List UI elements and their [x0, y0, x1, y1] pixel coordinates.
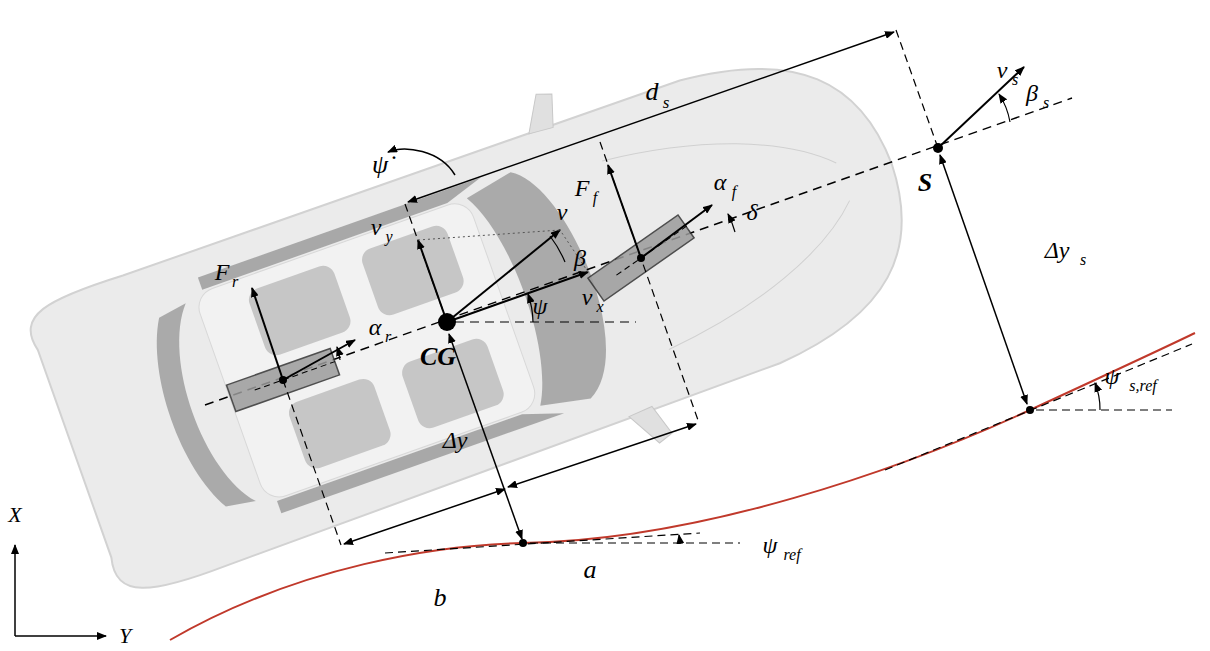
symbol-label: v [371, 215, 382, 239]
symbol-label: s [1043, 95, 1049, 111]
symbol-label: α [714, 170, 727, 194]
symbol-label: y [385, 229, 392, 245]
symbol-label: ψ [763, 533, 778, 557]
symbol-label: S [918, 170, 932, 196]
symbol-label: f [593, 190, 597, 206]
symbol-label: F [215, 260, 230, 284]
symbol-label: X [8, 504, 21, 526]
symbol-label: δ [746, 200, 757, 224]
symbol-label: v [557, 200, 568, 224]
symbol-label: Δy [443, 428, 468, 452]
symbol-label: Y [119, 625, 131, 647]
symbol-label: β [574, 246, 586, 270]
symbol-label: s [1080, 252, 1086, 268]
symbol-label: f [732, 184, 736, 200]
symbol-label: v [997, 58, 1008, 82]
symbol-label: ψ [533, 294, 548, 318]
symbol-label: s,ref [1129, 378, 1156, 394]
symbol-label: x [596, 299, 603, 315]
symbol-label: α [369, 315, 382, 339]
symbol-label: r [385, 329, 391, 345]
symbol-label: ψ̇ [372, 152, 388, 178]
symbol-label: r [232, 274, 238, 290]
symbol-label: ref [783, 547, 800, 563]
symbol-label: β [1026, 81, 1038, 105]
symbol-label: s [1012, 72, 1018, 88]
symbol-label: d [646, 79, 659, 105]
symbol-label: v [582, 285, 593, 309]
symbol-label: CG [420, 344, 456, 370]
symbol-label: F [575, 176, 590, 200]
symbol-label: b [434, 585, 447, 611]
symbol-label: ψ [1105, 364, 1120, 388]
symbol-label: a [584, 557, 597, 583]
symbol-label: Δy [1045, 238, 1070, 262]
symbol-label: s [663, 94, 670, 111]
